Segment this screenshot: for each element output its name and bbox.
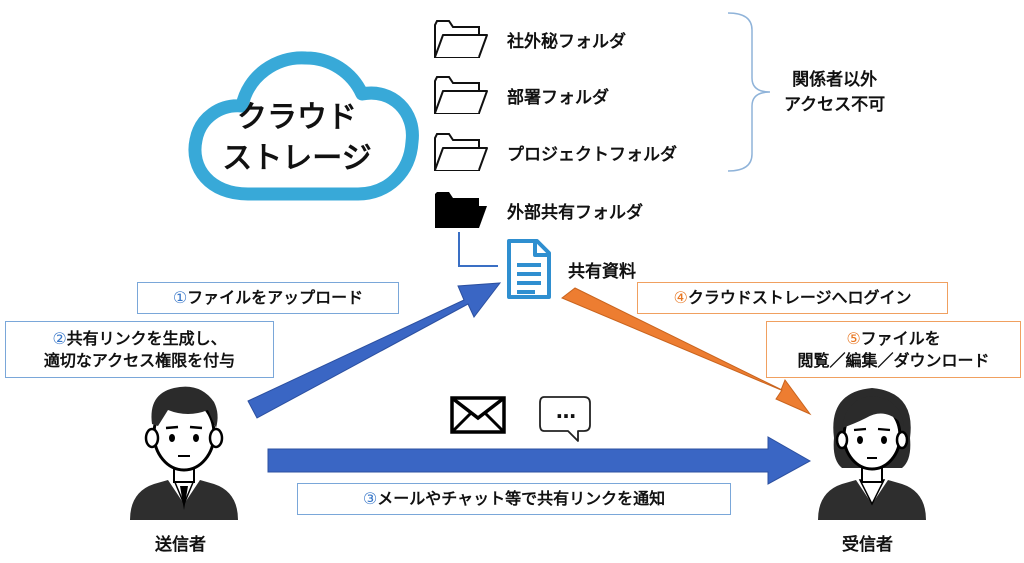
shared-file-label: 共有資料 [568,262,636,282]
receiver-label: 受信者 [842,535,893,555]
folder-label-confidential: 社外秘フォルダ [507,32,626,52]
restricted-note-line1: 関係者以外 [792,70,878,90]
sender-icon [130,386,238,520]
step4-number: ④ [673,288,688,308]
cloud-title: クラウド ストレージ [222,98,372,179]
folder-icon-department [434,76,488,114]
step2-text-line1: 共有リンクを生成し、 [66,328,227,348]
cloud-icon [188,51,419,201]
chat-bubble-text: … [556,399,576,423]
folder-label-department: 部署フォルダ [507,88,609,108]
cloud-title-line2: ストレージ [222,140,372,176]
step2-number: ② [52,328,67,348]
folder-icon-project [434,133,488,171]
step3-number: ③ [362,489,378,509]
upload-arrow [247,282,502,419]
restricted-brace [727,12,771,172]
step5-box: ⑤ファイルを 閲覧／編集／ダウンロード [766,321,1021,378]
step4-text: クラウドストレージへログイン [687,288,912,308]
step1-number: ① [172,288,188,308]
mail-icon [450,396,506,434]
restricted-note: 関係者以外 アクセス不可 [784,68,885,117]
login-arrow [561,287,812,416]
step1-text: ファイルをアップロード [187,288,364,308]
cloud-title-line1: クラウド [237,100,357,135]
folder-icon-external-shared [435,192,487,228]
folder-label-external-shared: 外部共有フォルダ [507,203,643,223]
folder-label-project: プロジェクトフォルダ [507,145,677,165]
step5-text-line2: 閲覧／編集／ダウンロード [797,350,990,370]
notify-arrow [267,436,812,485]
document-icon [507,239,551,299]
folder-file-connector [458,232,498,267]
chat-bubble-icon [539,396,591,442]
step3-text: メールやチャット等で共有リンクを通知 [377,489,666,509]
step5-text-line1: ファイルを [860,328,941,348]
receiver-icon [818,388,926,520]
step2-text-line2: 適切なアクセス権限を付与 [43,350,236,370]
step2-box: ②共有リンクを生成し、 適切なアクセス権限を付与 [5,321,274,378]
folder-icon-confidential [434,20,488,58]
restricted-note-line2: アクセス不可 [784,94,886,115]
sender-label: 送信者 [155,535,206,555]
step5-number: ⑤ [846,328,861,348]
